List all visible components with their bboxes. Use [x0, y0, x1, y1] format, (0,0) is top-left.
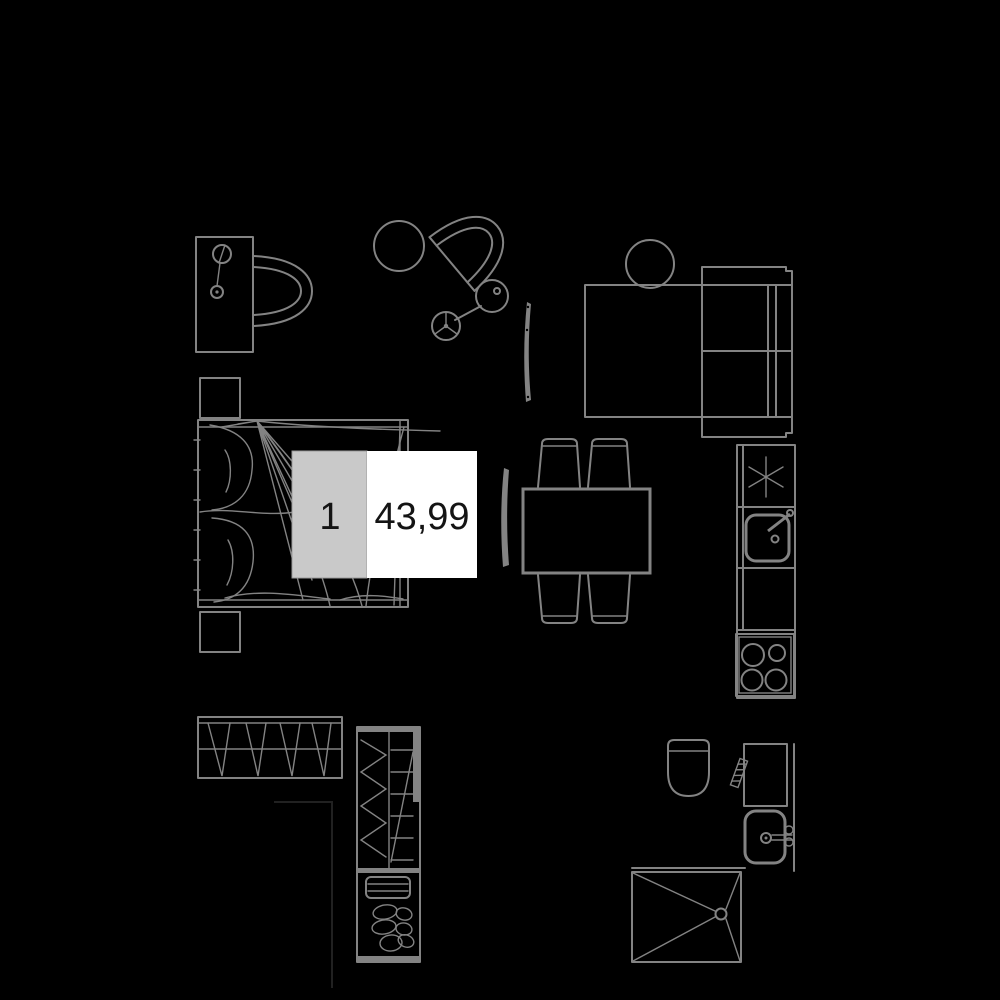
- dining-chair-bottom-right: [587, 574, 631, 624]
- nightstand-top: [199, 377, 241, 419]
- desk-chair: [252, 255, 313, 327]
- dining-table: [521, 487, 652, 575]
- desk: [195, 236, 254, 353]
- washbasin: [743, 809, 794, 865]
- tv-dining: [501, 468, 509, 567]
- unit-number: 1: [319, 496, 340, 538]
- dining-chair-bottom-left: [537, 574, 581, 624]
- hob: [735, 633, 795, 697]
- desk-lamp-icon: [210, 244, 232, 299]
- wardrobe: [197, 716, 343, 779]
- toilet: [667, 739, 710, 797]
- appliance-star-icon: [748, 456, 784, 498]
- floor-lamp-icon: [431, 279, 509, 341]
- unit-number-box: [291, 450, 368, 579]
- shelving-unit: [356, 726, 421, 963]
- unit-area: 43,99: [374, 496, 469, 538]
- drawer: [365, 876, 411, 899]
- round-table: [373, 220, 425, 272]
- shower: [631, 867, 746, 963]
- tv-living: [524, 302, 531, 402]
- wall-line: [274, 801, 333, 988]
- kitchen-counter: [736, 444, 796, 699]
- corner-sofa: [584, 266, 793, 438]
- washing-machine: [743, 743, 788, 807]
- dining-chair-top-left: [537, 438, 581, 488]
- dining-chair-top-right: [587, 438, 631, 488]
- nightstand-bottom: [199, 611, 241, 653]
- shoes-icon: [371, 904, 415, 952]
- unit-area-box: [367, 451, 477, 578]
- lounge-chair: [428, 215, 504, 292]
- kitchen-sink: [744, 509, 794, 563]
- pouf: [625, 239, 675, 289]
- unit-label: 1 43,99: [291, 450, 477, 579]
